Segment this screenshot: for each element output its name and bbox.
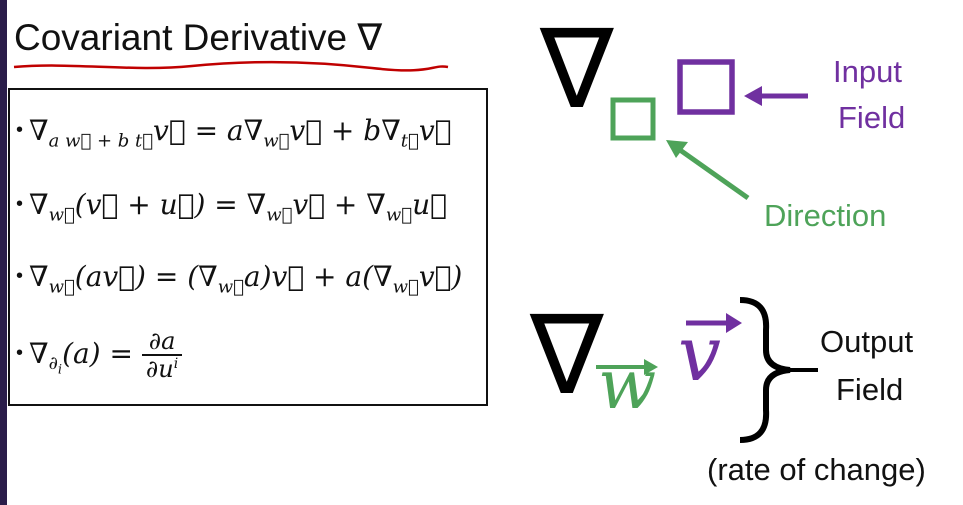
rate-of-change-label: (rate of change) xyxy=(707,452,926,487)
properties-box: •∇a w⃗ + b t⃗v⃗ = a∇w⃗v⃗ + b∇t⃗v⃗ •∇w⃗(v… xyxy=(8,88,488,406)
w-vector-symbol: w xyxy=(598,346,657,425)
fraction: ∂a∂ui xyxy=(141,328,183,383)
direction-slot-box xyxy=(610,97,656,141)
direction-arrow-head xyxy=(666,140,688,158)
equation-scalar-derivative: •∇∂i(a) = ∂a∂ui xyxy=(16,328,183,383)
input-label-line2: Field xyxy=(838,100,906,135)
output-brace xyxy=(739,297,791,443)
v-vector-symbol: v xyxy=(678,309,721,398)
input-field-slot-box xyxy=(677,59,735,115)
output-label-line1: Output xyxy=(820,324,914,359)
output-label-line2: Field xyxy=(836,372,904,407)
nabla-symbol-top: ∇ xyxy=(540,5,614,133)
equation-linearity-direction: •∇a w⃗ + b t⃗v⃗ = a∇w⃗v⃗ + b∇t⃗v⃗ xyxy=(16,114,452,152)
left-edge-strip xyxy=(0,0,7,505)
direction-label: Direction xyxy=(764,198,887,233)
w-vector-arrowhead xyxy=(644,359,658,375)
title-underline xyxy=(13,60,449,72)
slide-title: Covariant Derivative ∇ xyxy=(14,17,383,58)
nabla-symbol-bottom: ∇ xyxy=(530,291,604,419)
direction-arrow-line xyxy=(678,147,750,201)
v-vector-arrowhead xyxy=(726,313,742,333)
equation-product-rule: •∇w⃗(av⃗) = (∇w⃗a)v⃗ + a(∇w⃗v⃗) xyxy=(16,260,463,298)
input-label-line1: Input xyxy=(833,54,902,89)
input-arrow-head xyxy=(744,86,762,106)
equation-additivity: •∇w⃗(v⃗ + u⃗) = ∇w⃗v⃗ + ∇w⃗u⃗ xyxy=(16,188,447,226)
